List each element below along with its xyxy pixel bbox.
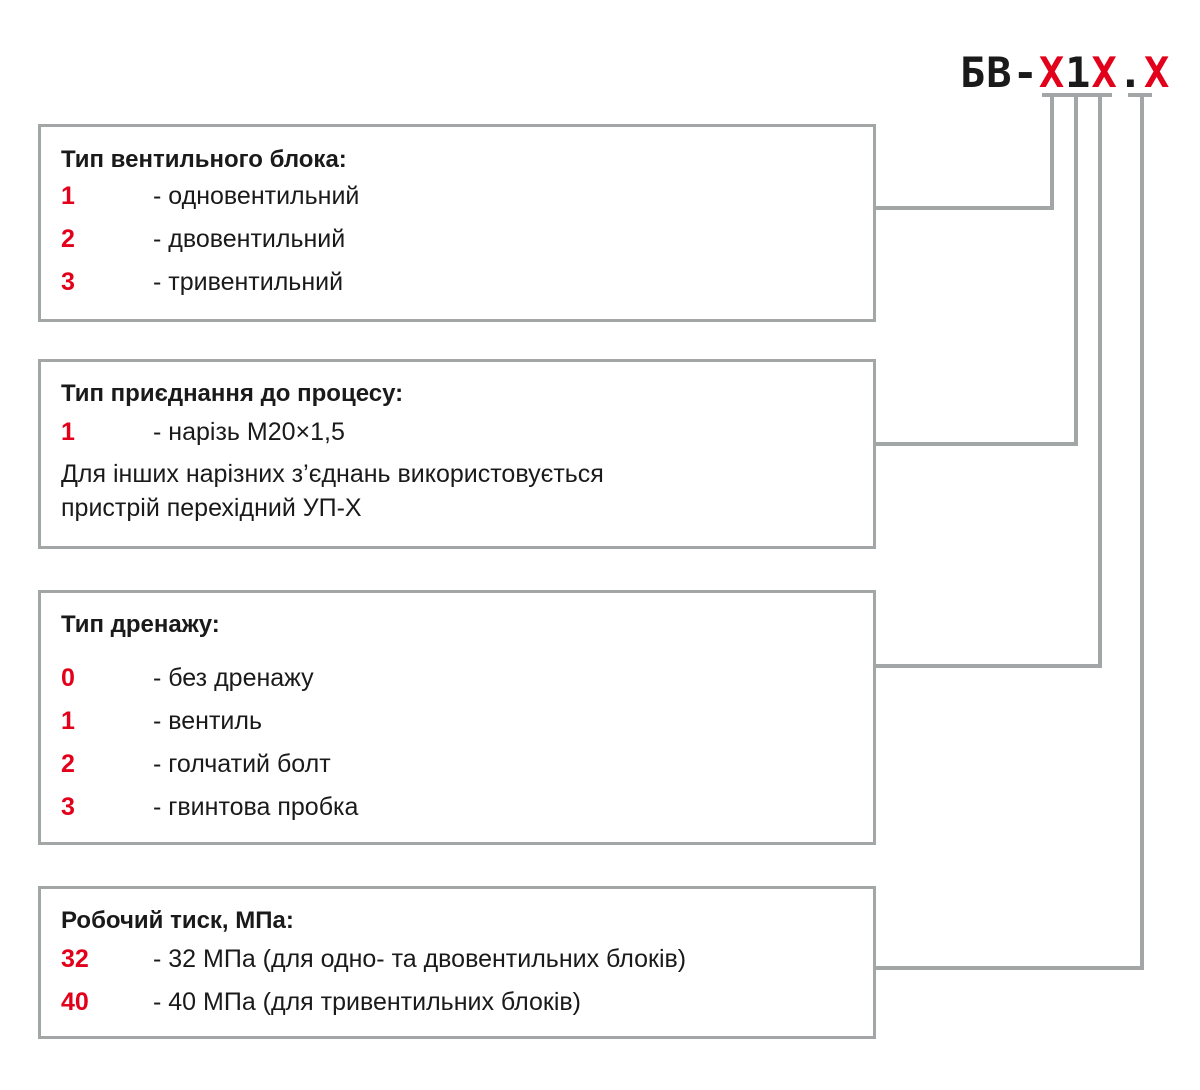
connector-pressure — [876, 95, 1144, 970]
code-slot-pressure: X — [1144, 48, 1171, 97]
option-desc: - голчатий болт — [153, 750, 331, 778]
valve-type-title: Тип вентильного блока: — [61, 146, 347, 173]
option-desc: - одновентильний — [153, 182, 360, 210]
option-desc: - гвинтова пробка — [153, 793, 359, 821]
option-desc: - двовентильний — [153, 225, 346, 253]
option-desc: - 40 МПа (для тривентильних блоків) — [153, 988, 581, 1016]
option-key: 1 — [61, 418, 75, 446]
option-key: 1 — [61, 707, 75, 735]
option-key: 1 — [61, 182, 75, 210]
option-desc: - вентиль — [153, 707, 263, 735]
connection-type-box: Тип приєднання до процесу: 1 - нарізь М2… — [38, 359, 876, 549]
drain-type-title: Тип дренажу: — [61, 611, 220, 638]
option-key: 2 — [61, 750, 75, 778]
connection-note-line-2: пристрій перехідний УП-Х — [61, 494, 362, 522]
connection-note-line-1: Для інших нарізних з’єднань використовує… — [61, 460, 604, 488]
option-key: 40 — [61, 988, 89, 1016]
pressure-box: Робочий тиск, МПа: 32 - 32 МПа (для одно… — [38, 886, 876, 1039]
code-dot: . — [1117, 48, 1145, 97]
option-desc: - 32 МПа (для одно- та двовентильних бло… — [153, 945, 687, 973]
model-code: БВ-X1X.X — [960, 48, 1170, 98]
option-desc: - тривентильний — [153, 268, 344, 296]
code-prefix: БВ- — [960, 48, 1039, 97]
option-key: 32 — [61, 945, 89, 973]
pressure-title: Робочий тиск, МПа: — [61, 907, 294, 934]
option-desc: - без дренажу — [153, 664, 314, 692]
code-slot-valve-type: X — [1038, 48, 1066, 97]
option-key: 2 — [61, 225, 75, 253]
code-slot-drain-type: X — [1091, 48, 1118, 97]
option-key: 0 — [61, 664, 75, 692]
option-key: 3 — [61, 793, 75, 821]
drain-type-box: Тип дренажу: 0 - без дренажу 1 - вентиль… — [38, 590, 876, 845]
valve-type-box: Тип вентильного блока: 1 - одновентильни… — [38, 124, 876, 322]
connector-connection-type — [876, 95, 1078, 446]
option-key: 3 — [61, 268, 75, 296]
connection-type-title: Тип приєднання до процесу: — [61, 380, 404, 407]
connector-valve-type — [876, 95, 1054, 210]
option-desc: - нарізь М20×1,5 — [153, 418, 345, 446]
code-fixed-connection: 1 — [1065, 48, 1092, 97]
connector-drain-type — [876, 95, 1102, 668]
